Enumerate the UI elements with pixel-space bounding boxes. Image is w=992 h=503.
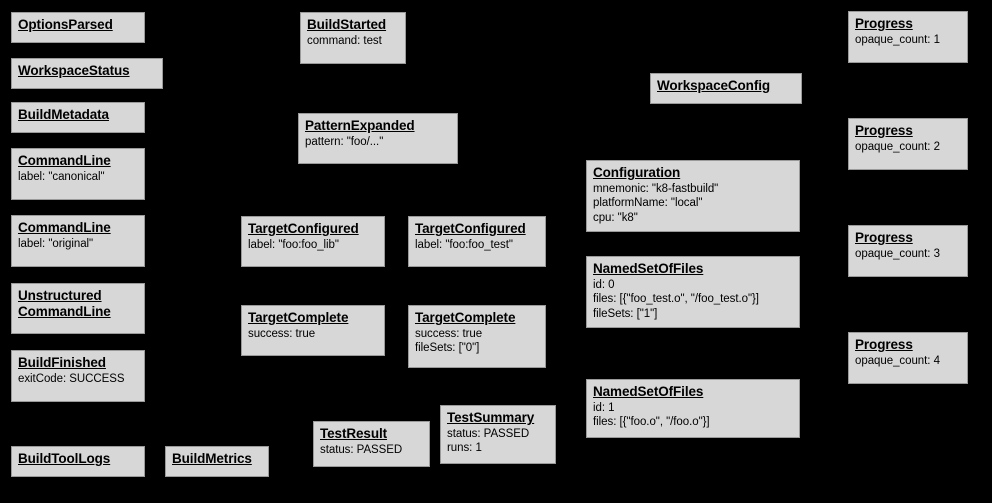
node-pattern-expanded[interactable]: PatternExpanded pattern: "foo/..." — [298, 113, 458, 164]
node-title: WorkspaceStatus — [18, 63, 130, 78]
node-title: TargetComplete — [248, 310, 349, 325]
node-progress-3[interactable]: Progress opaque_count: 3 — [848, 225, 968, 277]
node-fields: exitCode: SUCCESS — [18, 373, 125, 386]
node-fields: id: 1 files: [{"foo.o", "/foo.o"}] — [593, 402, 710, 429]
node-test-summary[interactable]: TestSummary status: PASSED runs: 1 — [440, 405, 556, 464]
node-fields: success: true — [248, 328, 316, 341]
node-fields: success: true fileSets: ["0"] — [415, 328, 483, 355]
node-fields: id: 0 files: [{"foo_test.o", "/foo_test.… — [593, 279, 759, 320]
node-progress-1[interactable]: Progress opaque_count: 1 — [848, 11, 968, 63]
node-named-set-of-files-0[interactable]: NamedSetOfFiles id: 0 files: [{"foo_test.… — [586, 256, 800, 328]
node-command-line-canonical[interactable]: CommandLine label: "canonical" — [11, 148, 145, 200]
node-build-metrics[interactable]: BuildMetrics — [165, 446, 269, 477]
node-title: BuildMetrics — [172, 451, 252, 466]
node-title: BuildFinished — [18, 355, 106, 370]
node-title: PatternExpanded — [305, 118, 415, 133]
node-named-set-of-files-1[interactable]: NamedSetOfFiles id: 1 files: [{"foo.o", "… — [586, 379, 800, 438]
node-title: Configuration — [593, 165, 681, 180]
node-command-line-original[interactable]: CommandLine label: "original" — [11, 215, 145, 267]
node-fields: label: "canonical" — [18, 171, 105, 184]
node-title: OptionsParsed — [18, 17, 113, 32]
node-title: Progress — [855, 123, 913, 138]
node-fields: pattern: "foo/..." — [305, 136, 384, 149]
node-title: BuildMetadata — [18, 107, 109, 122]
node-fields: status: PASSED runs: 1 — [447, 428, 530, 455]
node-title: Progress — [855, 16, 913, 31]
node-build-finished[interactable]: BuildFinished exitCode: SUCCESS — [11, 350, 145, 402]
node-fields: opaque_count: 3 — [855, 248, 940, 261]
node-title: NamedSetOfFiles — [593, 261, 704, 276]
node-fields: label: "original" — [18, 238, 94, 251]
node-title: BuildStarted — [307, 17, 387, 32]
node-title: WorkspaceConfig — [657, 78, 771, 93]
node-title: TargetConfigured — [248, 221, 359, 236]
node-fields: mnemonic: "k8-fastbuild" platformName: "… — [593, 183, 719, 224]
node-build-started[interactable]: BuildStarted command: test — [300, 12, 406, 64]
node-fields: label: "foo:foo_test" — [415, 239, 513, 252]
node-options-parsed[interactable]: OptionsParsed — [11, 12, 145, 43]
node-title: Progress — [855, 337, 913, 352]
node-fields: opaque_count: 1 — [855, 34, 940, 47]
node-title: TargetComplete — [415, 310, 516, 325]
node-title: CommandLine — [18, 153, 111, 168]
node-target-configured-test[interactable]: TargetConfigured label: "foo:foo_test" — [408, 216, 546, 267]
node-unstructured-cmdline[interactable]: Unstructured CommandLine — [11, 283, 145, 334]
node-title: BuildToolLogs — [18, 451, 111, 466]
node-fields: opaque_count: 4 — [855, 355, 940, 368]
node-fields: opaque_count: 2 — [855, 141, 940, 154]
node-title: TestResult — [320, 426, 388, 441]
node-title: Progress — [855, 230, 913, 245]
node-build-metadata[interactable]: BuildMetadata — [11, 102, 145, 133]
node-title: TestSummary — [447, 410, 535, 425]
node-fields: label: "foo:foo_lib" — [248, 239, 339, 252]
node-build-tool-logs[interactable]: BuildToolLogs — [11, 446, 145, 477]
node-target-complete-lib[interactable]: TargetComplete success: true — [241, 305, 385, 356]
node-title: Unstructured CommandLine — [18, 288, 111, 320]
node-workspace-config[interactable]: WorkspaceConfig — [650, 73, 802, 104]
node-workspace-status[interactable]: WorkspaceStatus — [11, 58, 163, 89]
node-test-result[interactable]: TestResult status: PASSED — [313, 421, 430, 467]
node-progress-2[interactable]: Progress opaque_count: 2 — [848, 118, 968, 170]
node-title: CommandLine — [18, 220, 111, 235]
node-configuration[interactable]: Configuration mnemonic: "k8-fastbuild" pl… — [586, 160, 800, 232]
node-title: TargetConfigured — [415, 221, 526, 236]
node-fields: status: PASSED — [320, 444, 403, 457]
node-title: NamedSetOfFiles — [593, 384, 704, 399]
node-target-complete-test[interactable]: TargetComplete success: true fileSets: ["… — [408, 305, 546, 368]
node-progress-4[interactable]: Progress opaque_count: 4 — [848, 332, 968, 384]
node-fields: command: test — [307, 35, 382, 48]
node-target-configured-lib[interactable]: TargetConfigured label: "foo:foo_lib" — [241, 216, 385, 267]
